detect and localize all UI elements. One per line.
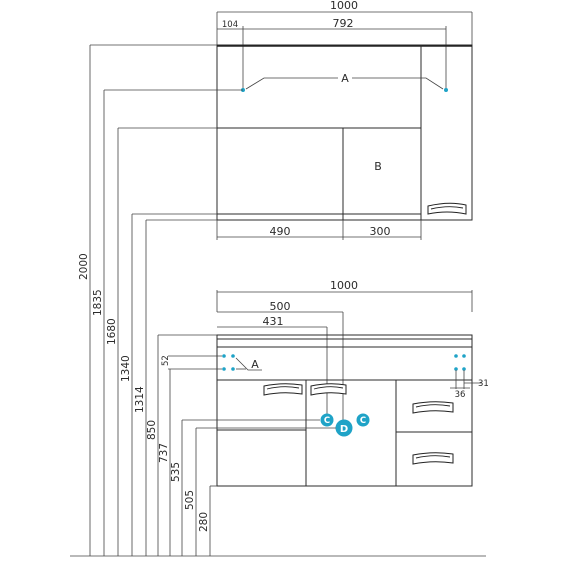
bottom-mount-point-1 [222,354,226,358]
height-1680: 1680 [106,318,118,345]
top-mount-label: A [341,72,349,85]
dim-31-label: 31 [478,379,489,389]
marker-c-left-label: C [324,416,330,426]
top-offset-label: 104 [222,20,238,30]
vanity-cabinet-body [216,379,473,487]
top-cabinet-body [216,44,473,221]
height-dimensions: 2000 1835 1680 1340 1314 850 737 535 505… [70,44,486,557]
dim-500-label: 500 [270,300,291,313]
vanity-handle-center [310,383,347,396]
height-535: 535 [170,462,182,482]
height-737: 737 [158,443,170,463]
top-right-section-width: 300 [370,225,391,238]
top-unit: 1000 104 792 B A 490 300 [216,0,473,240]
top-mount-point-right [444,88,448,92]
marker-d [335,419,353,437]
height-2000: 2000 [78,253,90,280]
height-850: 850 [146,420,158,440]
top-inner-span-label: 792 [333,17,354,30]
height-1835: 1835 [92,289,104,316]
bottom-unit: 1000 500 431 [161,279,489,487]
vanity-handle-left [263,383,303,396]
right-mount-point-2 [462,354,466,358]
bottom-mount-point-3 [222,367,226,371]
bottom-mount-point-4 [231,367,235,371]
right-mount-point-4 [462,367,466,371]
drawer-handle-upper [412,401,454,414]
right-mount-point-1 [454,354,458,358]
dim-52-label: 52 [161,355,171,366]
marker-c-left [320,413,334,427]
marker-c-right [356,413,370,427]
height-280: 280 [198,512,210,532]
height-505: 505 [184,490,196,510]
right-mount-point-3 [454,367,458,371]
marker-c-right-label: C [360,416,366,426]
dim-36-label: 36 [455,390,466,400]
top-overall-width-label: 1000 [330,0,358,12]
marker-d-label: D [340,424,348,435]
height-1340: 1340 [120,355,132,382]
bottom-overall-width-label: 1000 [330,279,358,292]
drawer-handle-lower [412,452,454,465]
dim-431-label: 431 [263,315,284,328]
bottom-mount-point-2 [231,354,235,358]
top-door-handle [427,202,467,215]
zone-b-label: B [374,160,382,173]
bottom-mount-label: A [251,358,259,371]
height-1314: 1314 [134,386,146,413]
top-left-section-width: 490 [270,225,291,238]
